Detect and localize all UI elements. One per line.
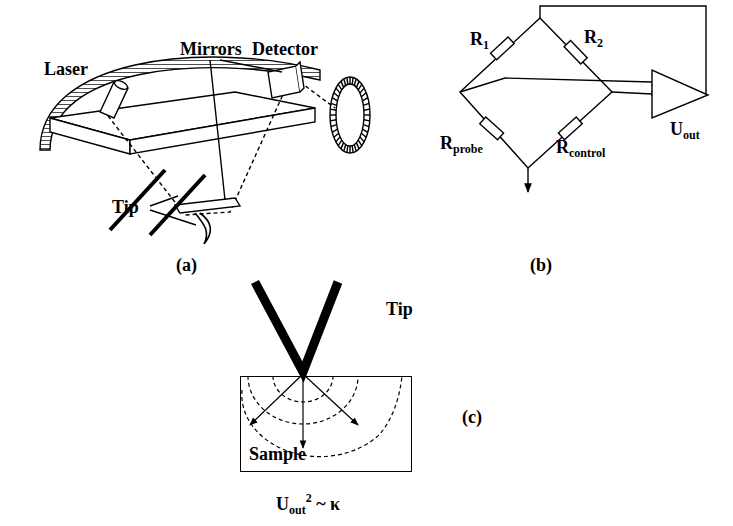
amplifier (652, 70, 708, 118)
subscript: out (289, 503, 306, 517)
ring-hatch (334, 93, 339, 97)
resistor-symbol (480, 117, 504, 140)
leader-line (150, 210, 196, 225)
resistor-name: R2 (584, 28, 603, 50)
ring-hatch (358, 84, 362, 90)
slab-front (50, 118, 130, 154)
bridge-circuit (460, 6, 708, 192)
output-arrow (527, 168, 528, 192)
ring-hatch (349, 77, 350, 84)
ring-hatch (341, 143, 344, 149)
signal-name: Uout (670, 120, 700, 142)
ring-hatch (363, 129, 368, 132)
ring-hatch (331, 103, 337, 105)
leader-line (220, 60, 282, 72)
superscript: 2 (306, 491, 312, 505)
heat-arrow (303, 374, 358, 425)
resistor-name: Rcontrol (556, 138, 605, 160)
leader-line (150, 196, 178, 206)
ring-hatch (363, 98, 368, 101)
laser-beam (108, 90, 285, 215)
ring-hatch (344, 145, 346, 152)
ring-hatch (332, 129, 337, 132)
detector-ring (330, 77, 370, 153)
ring-hatch (364, 114, 370, 115)
afm-head (40, 57, 335, 244)
ring-hatch (331, 125, 337, 127)
tip-shape (255, 282, 338, 372)
part-name: Mirrors (180, 40, 242, 60)
ring-hatch (346, 78, 348, 85)
input-wire (612, 92, 652, 94)
tip-sample (242, 282, 402, 457)
subscript: control (569, 146, 605, 160)
ring-hatch (354, 79, 356, 86)
leader-line (210, 60, 225, 200)
ring-hatch (360, 137, 364, 142)
cantilever (150, 175, 205, 235)
sample-box: Sample (240, 376, 412, 472)
ring-hatch (363, 103, 369, 105)
ring-hatch (330, 120, 336, 121)
ring-hatch (358, 140, 362, 146)
ring-hatch (334, 133, 339, 137)
bridge-wires (460, 18, 612, 168)
part-name: Laser (44, 60, 88, 80)
subscript: 2 (597, 36, 603, 50)
resistor-name: Rprobe (440, 134, 483, 156)
part-name: Tip (112, 198, 139, 218)
ring-hatch (344, 79, 346, 86)
panel-label: (c) (462, 408, 482, 428)
ring-hatch (336, 88, 340, 93)
resistor-symbol (490, 37, 514, 60)
ring-hatch (332, 98, 337, 101)
ring-hatch (346, 146, 348, 153)
ring-hatch (349, 146, 350, 153)
laser-end (113, 79, 129, 91)
resistor-symbol (558, 117, 582, 140)
part-name: Detector (252, 40, 318, 60)
subscript: probe (453, 142, 483, 156)
ring-hatch (356, 81, 359, 87)
subscript: 1 (483, 38, 489, 52)
heat-arrow (302, 374, 303, 448)
ring-hatch (354, 145, 356, 152)
ring-hatch (338, 84, 342, 90)
ring-hatch (364, 120, 370, 121)
detector-side (296, 62, 304, 92)
resistor-symbol (564, 41, 587, 65)
formula: Uout2 ~ κ (276, 492, 340, 517)
ring-hatch (364, 109, 370, 110)
heat-arrow (250, 374, 303, 425)
ring-hatch (361, 93, 366, 97)
node-text: Sample (241, 444, 306, 471)
panel-label: (b) (530, 256, 552, 276)
mirror (175, 198, 240, 213)
ring-hatch (352, 78, 354, 85)
ring-hatch (352, 146, 354, 153)
part-name: Tip (386, 300, 413, 320)
beam-to-ring (300, 82, 335, 108)
ring-hatch (360, 88, 364, 93)
ring-hatch (330, 114, 336, 115)
subscript: out (683, 128, 700, 142)
ring-hatch (338, 140, 342, 146)
ring-hatch (363, 125, 369, 127)
tip-point (195, 213, 210, 244)
resistor-name: R1 (470, 30, 489, 52)
cantilever (110, 170, 165, 230)
slab-side (130, 108, 315, 154)
ring-hatch (330, 109, 336, 110)
ring-hatch (341, 81, 344, 87)
ring-hatch (336, 137, 340, 142)
panel-label: (a) (176, 256, 197, 276)
input-wire (460, 78, 652, 92)
ring-hatch (356, 143, 359, 149)
ring-hatch (361, 133, 366, 137)
